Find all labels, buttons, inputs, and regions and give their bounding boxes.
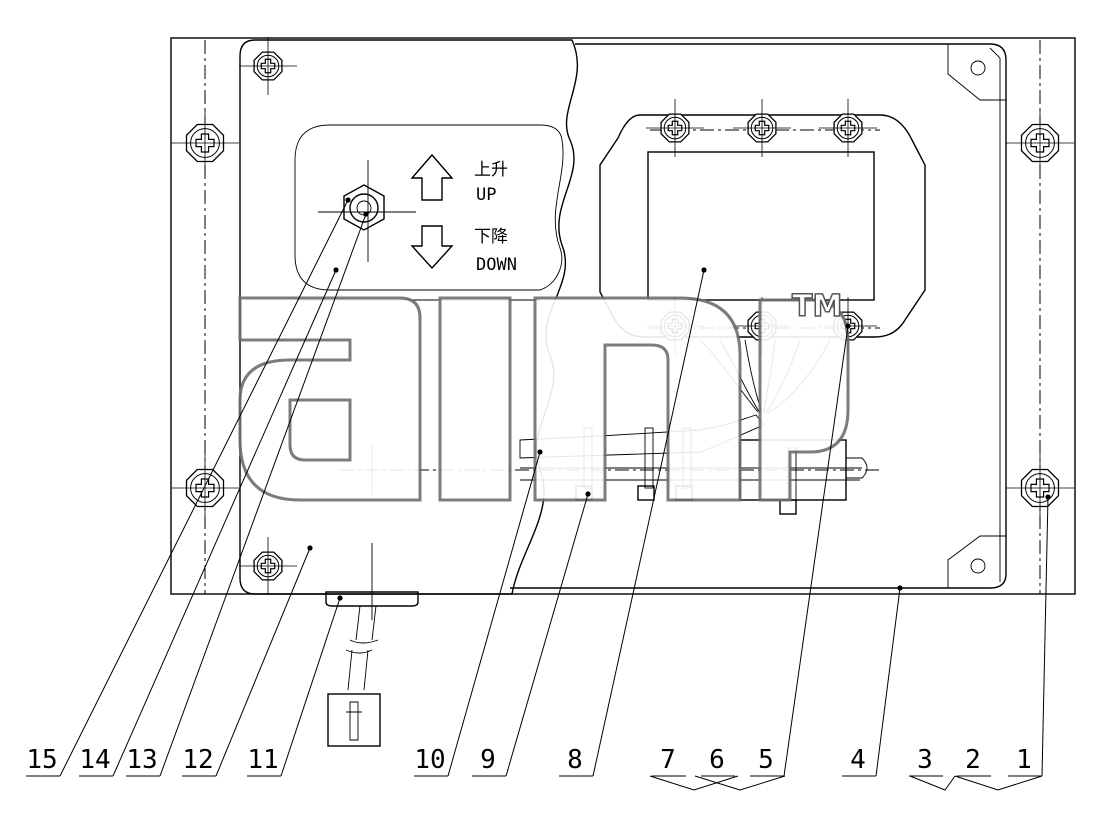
callout-12: 12 xyxy=(182,545,313,777)
down-label-cn: 下降 xyxy=(474,227,508,247)
cable-break xyxy=(345,639,379,654)
callout-group-bracket xyxy=(694,775,786,791)
watermark-letters xyxy=(238,296,850,502)
corner-bracket-br xyxy=(947,535,1006,588)
callout-number: 11 xyxy=(247,745,278,775)
callout-number: 3 xyxy=(917,745,933,775)
screw-1 xyxy=(239,37,297,95)
corner-hole-tr xyxy=(970,60,986,76)
corner-bracket-tr xyxy=(947,44,1006,101)
callout-15: 15 xyxy=(26,197,351,777)
callout-9: 9 xyxy=(472,491,591,777)
callout-14: 14 xyxy=(79,267,339,777)
callout-number: 9 xyxy=(480,745,496,775)
callout-1: 1 xyxy=(1008,494,1051,777)
callout-number: 14 xyxy=(79,745,110,775)
callout-group-bracket xyxy=(909,775,956,791)
callout-13: 13 xyxy=(126,211,369,777)
callout-number: 10 xyxy=(414,745,445,775)
button-panel xyxy=(294,124,564,291)
connector-pin xyxy=(346,701,362,741)
callout-number: 7 xyxy=(660,745,676,775)
callout-number: 13 xyxy=(126,745,157,775)
clip-7 xyxy=(644,427,654,489)
watermark-tm: TM xyxy=(792,289,842,324)
clip-7-foot xyxy=(637,485,655,501)
callout-10: 10 xyxy=(414,449,543,777)
callout-3: 3 xyxy=(909,745,943,777)
screw-9 xyxy=(819,99,877,157)
down-label-en: DOWN xyxy=(476,255,517,275)
enclosure-body xyxy=(510,43,1007,589)
callout-2: 2 xyxy=(957,745,991,777)
callout-number: 8 xyxy=(567,745,583,775)
callout-group-bracket xyxy=(649,775,739,791)
callout-number: 6 xyxy=(709,745,725,775)
callout-6: 6 xyxy=(701,745,735,777)
base-plate xyxy=(170,37,1076,595)
up-label-cn: 上升 xyxy=(474,160,508,180)
callout-number: 2 xyxy=(965,745,981,775)
callout-group-bracket xyxy=(954,775,1043,791)
cable xyxy=(347,605,377,691)
callout-5: 5 xyxy=(750,323,851,777)
callout-number: 15 xyxy=(26,745,57,775)
callout-number: 12 xyxy=(182,745,213,775)
callout-number: 5 xyxy=(758,745,774,775)
screw-3 xyxy=(239,537,297,595)
connector-plug xyxy=(327,693,381,747)
callout-4: 4 xyxy=(842,585,903,777)
nut-inner-ring xyxy=(349,193,379,223)
screw-5 xyxy=(1006,109,1074,177)
hex-nut xyxy=(343,184,385,231)
callout-number: 1 xyxy=(1016,745,1032,775)
screw-8 xyxy=(733,99,791,157)
screw-7 xyxy=(646,99,704,157)
enclosure-inner-edge xyxy=(989,47,1001,582)
terminal-cap xyxy=(846,457,868,479)
down-arrow-icon xyxy=(410,225,454,270)
up-arrow-icon xyxy=(410,153,454,201)
callout-7: 7 xyxy=(652,745,686,777)
corner-hole-br xyxy=(970,558,986,574)
callout-8: 8 xyxy=(559,267,707,777)
display-frame xyxy=(599,114,926,338)
callout-11: 11 xyxy=(247,595,343,777)
callout-number: 4 xyxy=(850,745,866,775)
screw-2 xyxy=(171,109,239,177)
cable-gland xyxy=(325,591,419,607)
up-label-en: UP xyxy=(476,185,496,205)
screw-4 xyxy=(171,454,239,522)
